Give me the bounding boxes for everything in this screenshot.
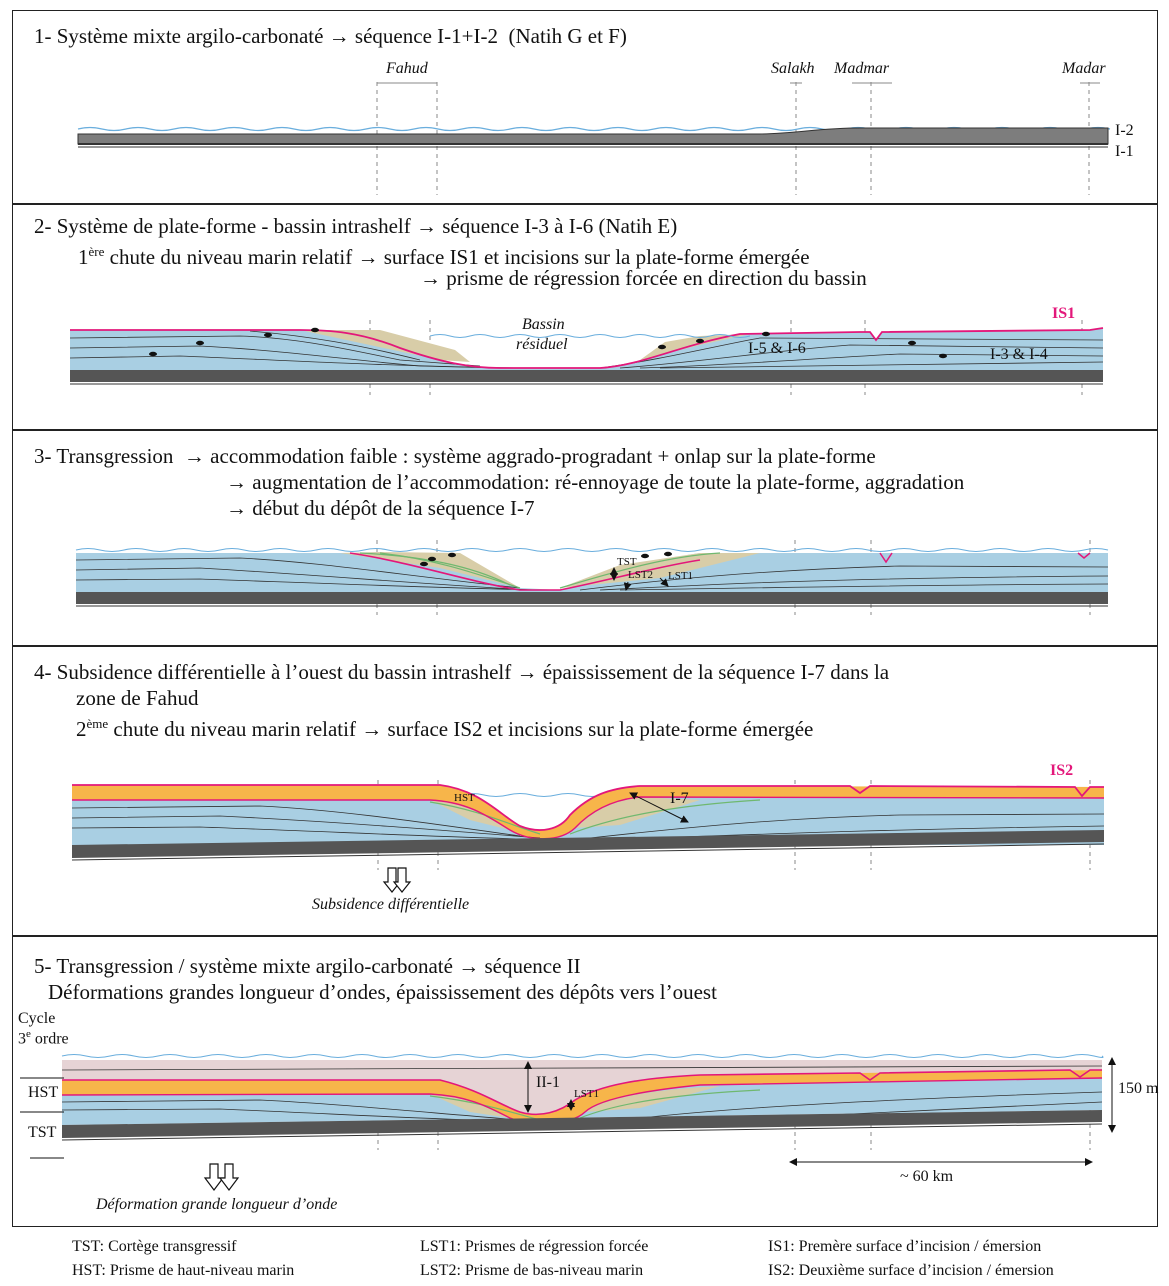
label-fahud: Fahud — [386, 60, 428, 77]
label-i2: I-2 — [1115, 122, 1134, 139]
label-deformation: Déformation grande longueur d’onde — [96, 1196, 338, 1213]
label-residuel: résiduel — [516, 336, 568, 353]
panel-1-title: 1- Système mixte argilo-carbonaté → séqu… — [34, 24, 627, 48]
panel-3 — [12, 430, 1158, 646]
label-cycle: Cycle — [18, 1010, 56, 1027]
panel-2-title: 2- Système de plate-forme - bassin intra… — [34, 214, 678, 238]
panel-4-line2: zone de Fahud — [76, 686, 199, 710]
legend-is1: IS1: Premère surface d’incision / émersi… — [768, 1238, 1042, 1255]
label-hst: HST — [454, 792, 475, 804]
label-ii1: II-1 — [536, 1074, 560, 1091]
panel-2 — [12, 204, 1158, 430]
label-bassin: Bassin — [522, 316, 565, 333]
label-i5-i6: I-5 & I-6 — [748, 340, 806, 357]
panel-5-line2: Déformations grandes longueur d’ondes, é… — [48, 980, 717, 1004]
legend-lst2: LST2: Prisme de bas-niveau marin — [420, 1262, 644, 1279]
label-is1: IS1 — [1052, 305, 1076, 322]
legend-hst: HST: Prisme de haut-niveau marin — [72, 1262, 295, 1279]
label-tst: TST — [617, 556, 637, 568]
panel-1-section — [77, 82, 1111, 148]
label-hst-side: HST — [28, 1084, 59, 1101]
panel-2-line2: 1ère chute du niveau marin relatif → sur… — [78, 244, 810, 269]
label-i1: I-1 — [1115, 143, 1134, 160]
label-madar: Madar — [1062, 60, 1106, 77]
legend-is2: IS2: Deuxième surface d’incision / émers… — [768, 1262, 1054, 1279]
legend-tst: TST: Cortège transgressif — [72, 1238, 237, 1255]
label-scale: ~ 60 km — [900, 1168, 954, 1185]
panel-2-line3: → prisme de régression forcée en directi… — [420, 266, 867, 290]
panel-3-title: 3- Transgression → accommodation faible … — [34, 444, 876, 468]
panel-3-line3: → début du dépôt de la séquence I-7 — [226, 496, 535, 520]
panel-4-title: 4- Subsidence différentielle à l’ouest d… — [34, 660, 890, 684]
panel-5-title: 5- Transgression / système mixte argilo-… — [34, 954, 581, 978]
label-lst1: LST1 — [668, 570, 694, 582]
location-lines — [369, 82, 1091, 1150]
label-i7: I-7 — [670, 790, 689, 807]
label-subsidence: Subsidence différentielle — [312, 896, 470, 913]
label-cycle-order: 3e ordre — [18, 1028, 69, 1048]
label-lst2: LST2 — [628, 569, 654, 581]
legend-lst1: LST1: Prismes de régression forcée — [420, 1238, 649, 1255]
panel-3-section — [75, 547, 1109, 607]
panel-4-line3: 2ème chute du niveau marin relatif → sur… — [76, 716, 814, 741]
label-is2: IS2 — [1050, 762, 1074, 779]
panel-2-section — [69, 327, 1104, 385]
label-salakh: Salakh — [771, 60, 815, 77]
panel-5-section — [20, 1053, 1116, 1191]
panel-3-line2: → augmentation de l’accommodation: ré-en… — [226, 470, 965, 494]
label-lst1-p5: LST1 — [574, 1088, 600, 1100]
panel-4-section — [71, 784, 1105, 893]
label-tst-side: TST — [28, 1124, 57, 1141]
label-i3-i4: I-3 & I-4 — [990, 346, 1048, 363]
label-madmar: Madmar — [834, 60, 890, 77]
label-thickness: 150 m — [1118, 1080, 1159, 1097]
panel-1 — [12, 10, 1158, 204]
